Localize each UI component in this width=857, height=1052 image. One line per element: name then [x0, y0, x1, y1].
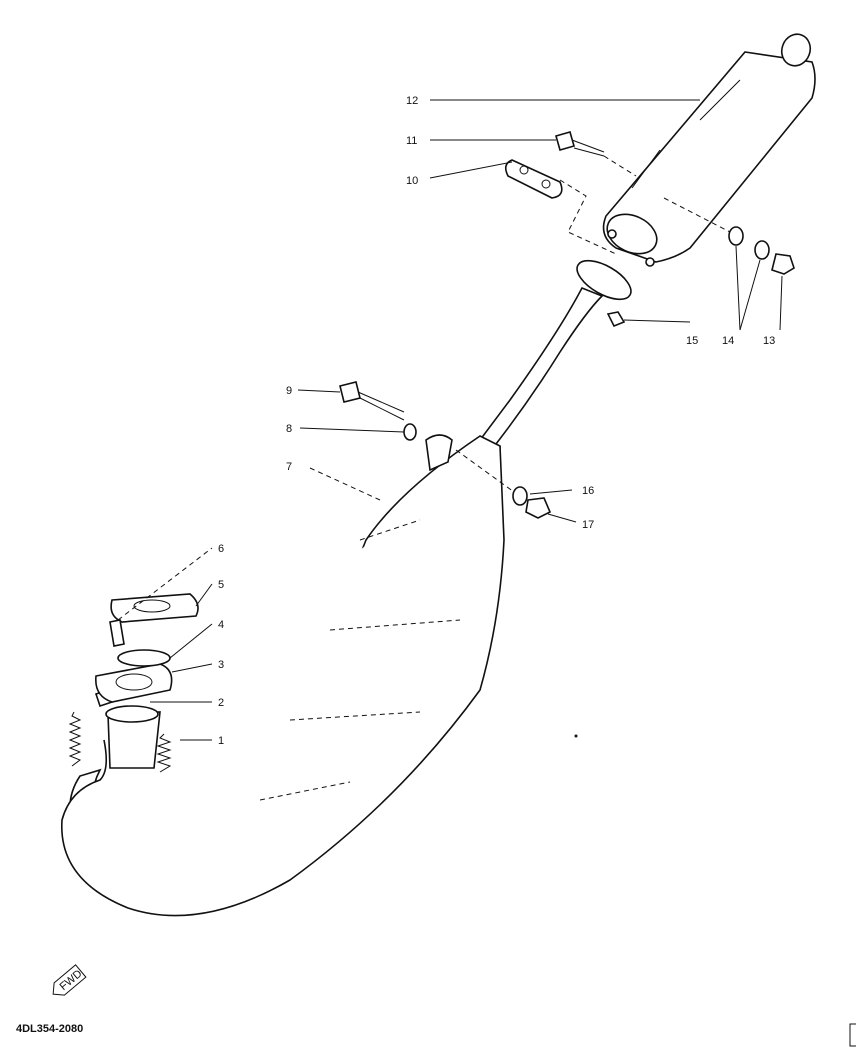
- nut-17: [525, 497, 552, 519]
- callout-2: 2: [218, 697, 224, 709]
- callout-9: 9: [286, 385, 292, 397]
- silencer: [602, 33, 816, 267]
- bracket-mark: [849, 1023, 856, 1047]
- callout-labels: 1 2 3 4 5 6 7 8 9 10 11 12 13 14 15 16 1…: [218, 95, 775, 747]
- callout-6: 6: [218, 543, 224, 555]
- flange-3: [95, 663, 173, 703]
- callout-3: 3: [218, 659, 224, 671]
- callout-1: 1: [218, 735, 224, 747]
- callout-15: 15: [686, 335, 698, 347]
- bolt-9: [339, 381, 405, 421]
- washers-14: [728, 226, 770, 260]
- gasket-5: [110, 593, 199, 623]
- dot-mark: [574, 734, 578, 738]
- callout-17: 17: [582, 519, 594, 531]
- stud-6: [109, 619, 125, 647]
- callout-11: 11: [406, 135, 417, 147]
- washer-16: [512, 486, 528, 506]
- part-code: 4DL354-2080: [16, 1023, 83, 1035]
- callout-10: 10: [406, 175, 418, 187]
- bracket-plate: [504, 159, 563, 199]
- manifold: [105, 705, 161, 769]
- washer-8: [403, 423, 417, 441]
- callout-14: 14: [722, 335, 734, 347]
- gasket-4: [117, 649, 171, 667]
- callout-16: 16: [582, 485, 594, 497]
- callout-4: 4: [218, 619, 224, 631]
- clip-15: [606, 311, 626, 328]
- nut-13: [771, 253, 795, 275]
- springs-1: [68, 711, 172, 773]
- leader-lines: [117, 99, 783, 741]
- callout-7: 7: [286, 461, 292, 473]
- callout-12: 12: [406, 95, 418, 107]
- expansion-chamber: [61, 434, 505, 917]
- fwd-logo: FWD: [52, 964, 87, 996]
- bolt-11: [555, 131, 605, 157]
- callout-13: 13: [763, 335, 775, 347]
- joint-pipe: [478, 259, 632, 445]
- callout-5: 5: [218, 579, 224, 591]
- callout-8: 8: [286, 423, 292, 435]
